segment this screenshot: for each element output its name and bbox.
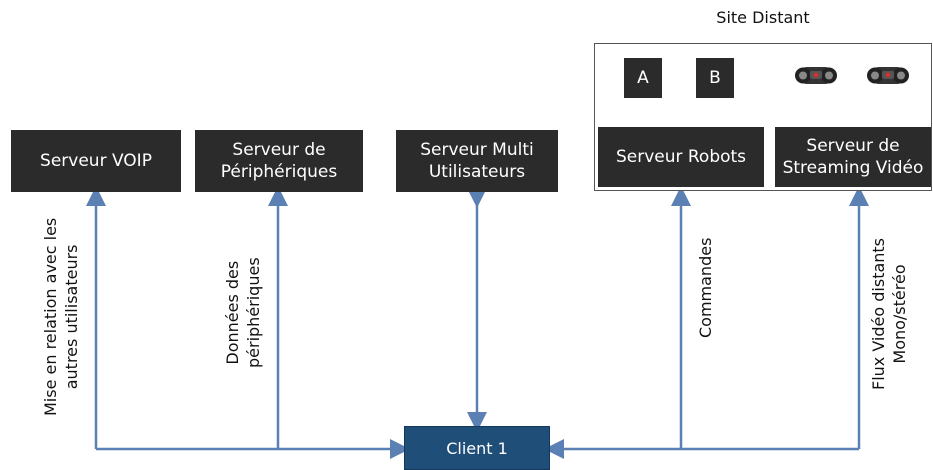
serveur-peripheriques-label-1: Serveur de xyxy=(232,140,326,160)
label-donnees-peripheriques-2: périphériques xyxy=(244,257,263,368)
label-commandes: Commandes xyxy=(695,238,716,338)
serveur-streaming-label-2: Streaming Vidéo xyxy=(782,158,924,178)
serveur-peripheriques-box: Serveur de Périphériques xyxy=(195,130,363,192)
label-mise-en-relation-2: autres utilisateurs xyxy=(62,244,81,390)
serveur-robots-box: Serveur Robots xyxy=(598,127,764,187)
label-mise-en-relation-1: Mise en relation avec les xyxy=(41,217,60,416)
client-label: Client 1 xyxy=(446,438,508,458)
label-flux-video-2: Mono/stéréo xyxy=(890,264,909,364)
camera-icon xyxy=(867,67,909,84)
robot-b-box: B xyxy=(696,58,734,98)
serveur-voip-label: Serveur VOIP xyxy=(40,151,152,171)
label-donnees-peripheriques-1: Données des xyxy=(223,260,242,365)
robot-a-label: A xyxy=(637,68,649,88)
camera-icon xyxy=(795,67,837,84)
client-box: Client 1 xyxy=(404,426,550,470)
serveur-multi-label-2: Utilisateurs xyxy=(428,162,526,182)
robot-a-box: A xyxy=(624,58,662,98)
label-mise-en-relation: Mise en relation avec les autres utilisa… xyxy=(40,218,82,416)
label-commandes-1: Commandes xyxy=(696,237,715,338)
serveur-robots-label: Serveur Robots xyxy=(615,147,747,167)
serveur-streaming-label-1: Serveur de xyxy=(806,136,900,156)
serveur-peripheriques-label-2: Périphériques xyxy=(220,162,338,182)
label-flux-video: Flux Vidéo distants Mono/stéréo xyxy=(868,238,910,390)
serveur-multi-label-1: Serveur Multi xyxy=(420,140,534,160)
site-distant-title: Site Distant xyxy=(716,8,810,27)
serveur-voip-box: Serveur VOIP xyxy=(11,130,181,192)
serveur-multi-box: Serveur Multi Utilisateurs xyxy=(396,130,558,192)
label-donnees-peripheriques: Données des périphériques xyxy=(222,257,264,368)
robot-b-label: B xyxy=(709,68,721,88)
serveur-streaming-box: Serveur de Streaming Vidéo xyxy=(775,127,931,187)
label-flux-video-1: Flux Vidéo distants xyxy=(869,237,888,390)
